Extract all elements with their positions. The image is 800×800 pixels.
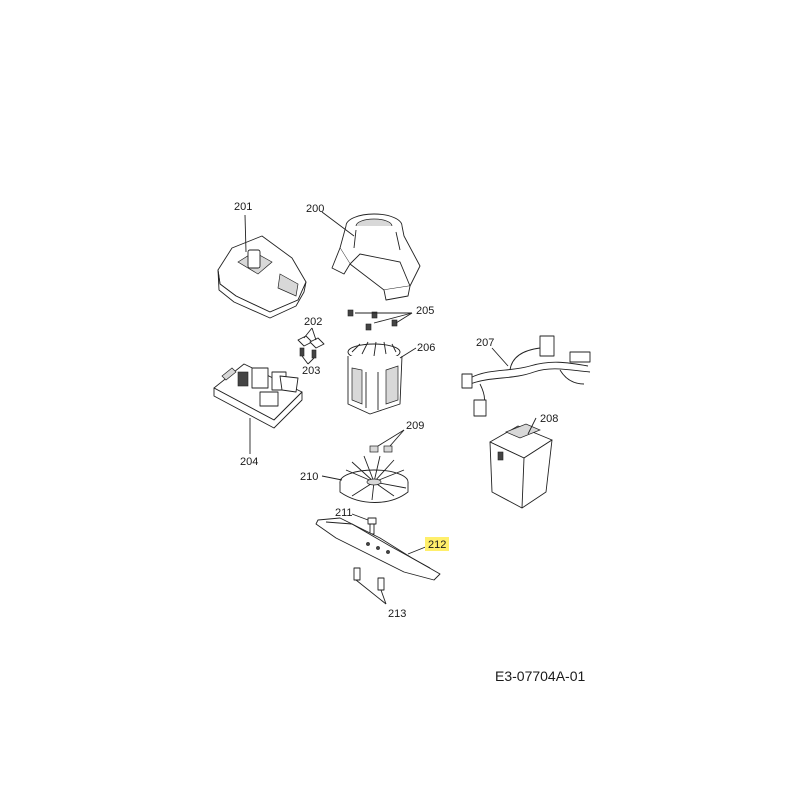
label-206: 206 [417,342,435,354]
part-209-nuts[interactable] [369,429,405,453]
part-202-clips[interactable] [297,327,325,349]
label-202: 202 [304,316,322,328]
part-211-bolt[interactable] [351,513,377,535]
label-210: 210 [300,471,318,483]
label-205: 205 [416,305,434,317]
part-206-motor[interactable] [347,341,417,415]
highlight-212 [425,537,449,551]
label-201: 201 [234,201,252,213]
label-211: 211 [335,507,353,519]
label-204: 204 [240,456,258,468]
part-207-wiring-harness[interactable] [461,335,591,417]
label-207: 207 [476,337,494,349]
part-201-cover[interactable] [217,214,307,319]
part-204-control-board[interactable] [213,363,303,454]
document-id: E3-07704A-01 [495,668,586,684]
label-213: 213 [388,608,406,620]
label-208: 208 [540,413,558,425]
label-203: 203 [302,365,320,377]
part-213-bolts[interactable] [353,567,387,605]
label-200: 200 [306,203,324,215]
part-210-fan[interactable] [321,455,409,503]
part-200-housing[interactable] [321,211,421,301]
part-212-blade[interactable] [315,517,441,581]
part-208-battery[interactable] [489,417,553,509]
label-212: 212 [428,539,446,551]
part-203-screws[interactable] [299,347,317,365]
label-209: 209 [406,420,424,432]
part-205-screws[interactable] [347,309,413,331]
